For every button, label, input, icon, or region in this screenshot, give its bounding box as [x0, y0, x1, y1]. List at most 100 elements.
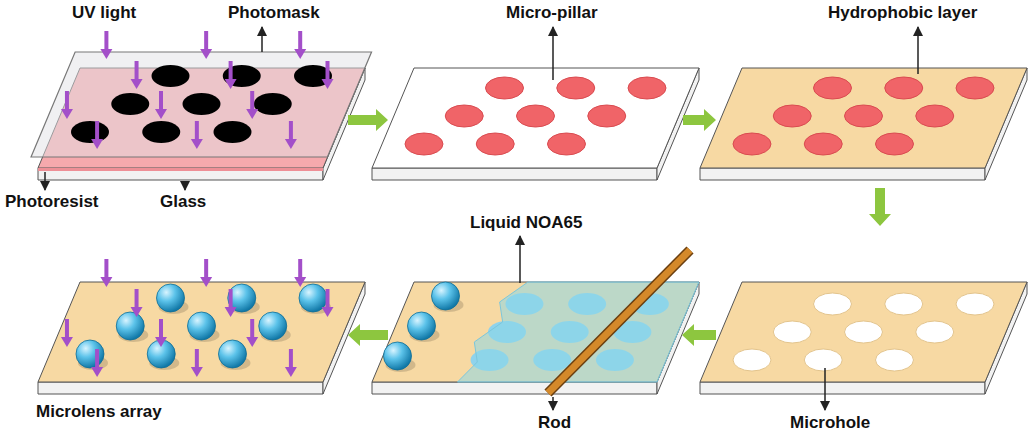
uv-arrow [289, 349, 293, 369]
uv-arrow [95, 121, 99, 141]
step-arrow [348, 324, 388, 346]
step-arrow [683, 109, 716, 131]
circle-spot [875, 133, 913, 155]
circle-spot [142, 121, 180, 143]
circle-spot [956, 77, 994, 99]
circle-spot [916, 105, 954, 127]
circle-spot [152, 65, 190, 87]
photoresist-edge [38, 168, 323, 171]
uv-arrowhead [91, 139, 103, 149]
uv-arrowhead [225, 79, 237, 89]
leader-line [824, 368, 826, 410]
plates [31, 31, 1027, 394]
leader-line [261, 27, 263, 52]
circle-spot [804, 349, 842, 371]
microlens [259, 312, 287, 340]
uv-arrow [159, 319, 163, 339]
substrate-plate [38, 259, 365, 394]
part-label: Micro-pillar [506, 3, 598, 23]
part-label: Microhole [790, 413, 870, 433]
uv-arrowhead [155, 109, 167, 119]
uv-arrow [195, 349, 199, 369]
plate-front [38, 382, 323, 394]
plate-front [38, 168, 323, 180]
uv-arrowhead [200, 49, 212, 59]
substrate-plate [700, 282, 1027, 394]
uv-arrow [104, 31, 108, 51]
circle-spot [476, 133, 514, 155]
circle-spot [885, 293, 923, 315]
substrate-plate [372, 250, 699, 394]
circle-spot [213, 121, 251, 143]
circle-spot [845, 105, 883, 127]
part-label: Glass [160, 192, 206, 212]
leader-line [184, 181, 186, 190]
uv-arrowhead [100, 277, 112, 287]
circle-spot [804, 133, 842, 155]
microlens [218, 340, 246, 368]
circle-spot [773, 321, 811, 343]
microlens [157, 284, 185, 312]
microlens [188, 312, 216, 340]
uv-arrowhead [131, 307, 143, 317]
rod-outline [548, 250, 690, 393]
uv-arrow [298, 31, 302, 51]
uv-arrowhead [322, 79, 334, 89]
plate-front [372, 168, 657, 180]
part-label: Hydrophobic layer [828, 3, 977, 23]
step-arrows [348, 109, 891, 346]
plate-top [38, 282, 365, 382]
uv-arrowhead [61, 337, 73, 347]
uv-arrow [289, 121, 293, 141]
circle-spot [111, 93, 149, 115]
part-label: Rod [538, 413, 571, 433]
uv-arrowhead [246, 337, 258, 347]
uv-arrow [250, 91, 254, 111]
uv-arrow [104, 259, 108, 279]
microlens [408, 312, 436, 340]
step-arrow [348, 109, 388, 131]
circle-spot [405, 133, 443, 155]
uv-arrow [159, 91, 163, 111]
circle-spot [916, 321, 954, 343]
uv-arrowhead [294, 49, 306, 59]
uv-arrow [95, 349, 99, 369]
part-label: Liquid NOA65 [470, 213, 582, 233]
uv-arrow [195, 121, 199, 141]
uv-arrow [204, 31, 208, 51]
circle-spot [486, 77, 524, 99]
circle-spot [885, 77, 923, 99]
plate-top [372, 68, 699, 168]
uv-arrow [135, 61, 139, 81]
substrate-plate [700, 68, 1027, 180]
circle-spot [733, 349, 771, 371]
uv-arrowhead [225, 307, 237, 317]
uv-arrowhead [191, 139, 203, 149]
circle-spot [71, 121, 109, 143]
part-label: Photoresist [5, 192, 99, 212]
uv-arrowhead [285, 367, 297, 377]
microlens [116, 312, 144, 340]
uv-arrow [298, 259, 302, 279]
uv-arrow [135, 289, 139, 309]
microlens [384, 342, 412, 370]
circle-spot [517, 105, 555, 127]
rod [548, 250, 690, 393]
uv-arrowhead [91, 367, 103, 377]
plate-front [700, 168, 985, 180]
microlens [432, 282, 460, 310]
leader-line [519, 236, 521, 283]
circle-spot [254, 93, 292, 115]
step-arrow [682, 324, 716, 346]
uv-arrow [326, 61, 330, 81]
circle-spot [773, 105, 811, 127]
substrate-plate [372, 68, 699, 180]
plate-front [700, 382, 985, 394]
uv-arrowhead [61, 109, 73, 119]
leader-line [552, 397, 554, 410]
leader-line [552, 27, 554, 80]
part-label: Photomask [228, 3, 320, 23]
circle-spot [628, 77, 666, 99]
uv-arrowhead [155, 337, 167, 347]
